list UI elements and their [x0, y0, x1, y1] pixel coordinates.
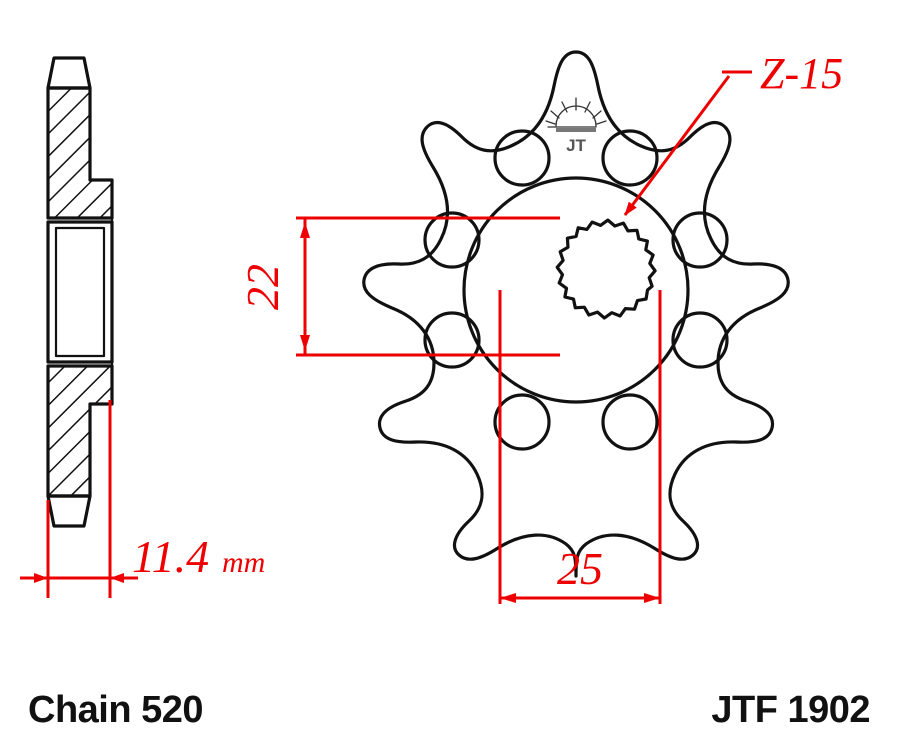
z15-leader-line [623, 75, 731, 216]
front-elevation-view: JT [362, 50, 790, 578]
thickness-dimension: 11.4 mm [20, 400, 265, 598]
section-top-hatched-body [46, 86, 114, 220]
hub-boss-circle [462, 176, 690, 404]
splined-bore-profile [555, 218, 657, 320]
bore-width-value: 25 [557, 543, 603, 594]
thickness-arrow-right [110, 573, 124, 583]
bore-width-dimension: 25 [498, 290, 662, 604]
thickness-arrow-left [34, 573, 48, 583]
lightening-hole [601, 393, 659, 451]
thickness-unit: mm [222, 546, 265, 579]
jt-monogram: JT [566, 136, 586, 155]
section-bore-outline [46, 220, 114, 364]
lightening-hole [671, 311, 729, 369]
section-bottom-tooth-tip [46, 494, 92, 528]
bore-width-arrow-left [500, 593, 516, 603]
section-bottom-hatched-body [46, 364, 114, 498]
lightening-hole [423, 211, 481, 269]
lightening-hole [601, 129, 659, 187]
z15-label: Z-15 [760, 49, 843, 98]
bore-height-dimension: 22 [237, 216, 560, 357]
lightening-hole [423, 311, 481, 369]
lightening-hole [493, 393, 551, 451]
bore-height-arrow-top [300, 222, 310, 238]
bore-height-value: 22 [237, 264, 288, 310]
tooth-count-callout: Z-15 [623, 49, 843, 216]
bore-width-arrow-right [644, 593, 660, 603]
section-top-tooth-tip [46, 56, 92, 90]
jt-sunburst-logo: JT [545, 97, 607, 155]
sprocket-tooth-profile [362, 50, 790, 578]
lightening-hole [493, 129, 551, 187]
side-section-view [46, 56, 114, 528]
lightening-hole [671, 211, 729, 269]
chain-size-label: Chain 520 [28, 689, 203, 731]
bore-height-arrow-bottom [300, 335, 310, 351]
section-bore-inner-line [54, 226, 106, 358]
part-number-label: JTF 1902 [711, 689, 870, 731]
thickness-value: 11.4 [132, 531, 209, 582]
